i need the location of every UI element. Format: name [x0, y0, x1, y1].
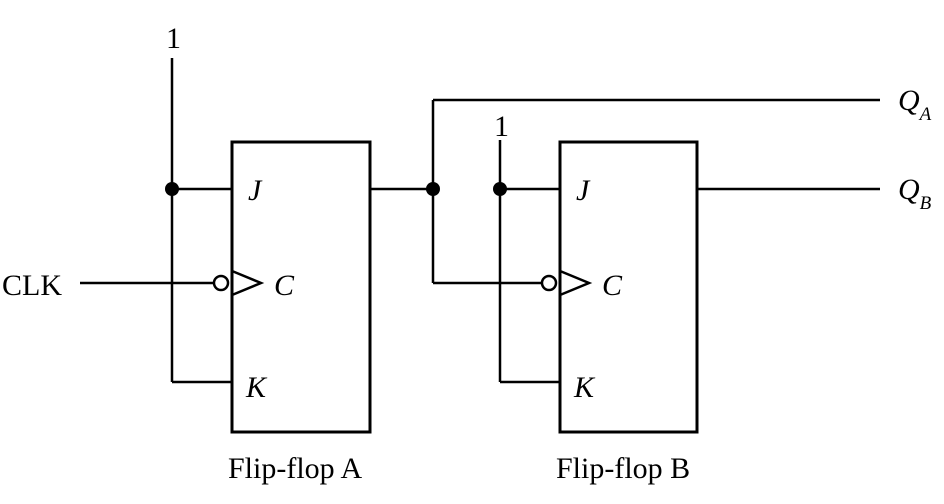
pin-k-b: K [573, 371, 596, 404]
flipflop-b-caption: Flip-flop B [556, 452, 690, 485]
output-qa-subscript: A [918, 104, 932, 125]
clock-triangle-b [559, 269, 593, 297]
pin-k-a: K [245, 371, 268, 404]
flipflop-b-box [558, 140, 699, 434]
clock-inversion-bubble-b [540, 274, 558, 292]
junction-dot-qa [426, 182, 440, 196]
flipflop-a-box [230, 140, 372, 434]
output-qa-label: QA [898, 84, 932, 125]
output-qb-subscript: B [920, 193, 932, 214]
pin-j-b: J [576, 174, 591, 207]
junction-dot-b [493, 182, 507, 196]
flipflop-a-caption: Flip-flop A [228, 452, 363, 485]
clock-inversion-bubble-a [212, 274, 230, 292]
pin-c-b: C [602, 269, 623, 302]
logic-high-label-a: 1 [166, 22, 181, 55]
output-qb-label: QB [898, 173, 932, 214]
output-qa-base: Q [898, 84, 920, 117]
clk-label: CLK [2, 269, 62, 302]
output-qb-base: Q [898, 173, 920, 206]
junction-dot-a [165, 182, 179, 196]
pin-c-a: C [274, 269, 295, 302]
logic-high-label-b: 1 [494, 110, 509, 143]
clock-triangle-a [231, 269, 265, 297]
pin-j-a: J [248, 174, 263, 207]
